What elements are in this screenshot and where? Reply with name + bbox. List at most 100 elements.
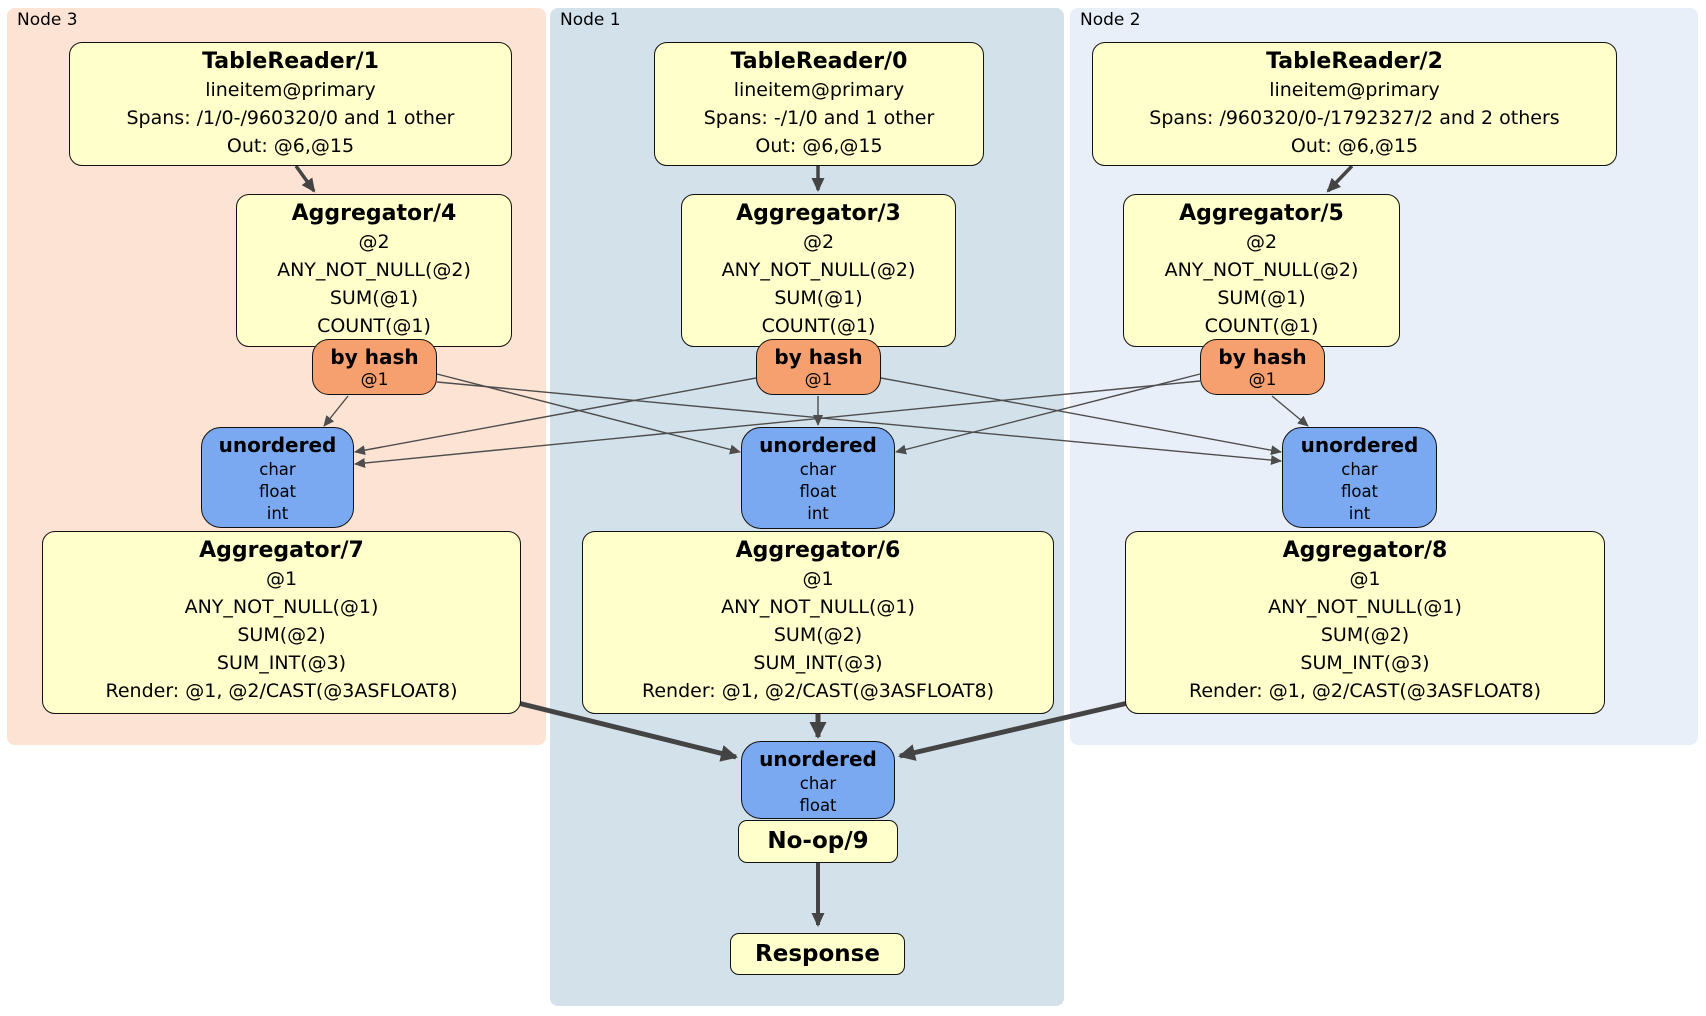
node-line: Spans: /960320/0-/1792327/2 and 2 others (1149, 107, 1560, 129)
unordered-sync-node3-details: char float int (202, 459, 353, 525)
hash-router-node3-details: @1 (313, 370, 436, 390)
node-line: lineitem@primary (1269, 79, 1440, 101)
unordered-sync-node1-details: char float int (742, 459, 894, 525)
unordered-sync-node1: unordered char float int (741, 427, 895, 529)
noop-title: No-op/9 (767, 828, 869, 854)
aggregator5-title: Aggregator/5 (1179, 201, 1344, 226)
node-line: SUM_INT(@3) (216, 652, 347, 674)
unordered-sync-node3: unordered char float int (201, 427, 354, 528)
node-line: float (258, 482, 297, 501)
response-title: Response (755, 940, 880, 967)
aggregator3-title: Aggregator/3 (736, 201, 901, 226)
node-line: char (259, 460, 296, 479)
node-line: lineitem@primary (205, 79, 376, 101)
node-line: Out: @6,@15 (755, 135, 883, 157)
node-line: @1 (360, 370, 389, 390)
response-box: Response (730, 933, 905, 975)
hash-router-node1-title: by hash (774, 345, 863, 369)
node-line: Render: @1, @2/CAST(@3ASFLOAT8) (1189, 680, 1541, 702)
node1-label: Node 1 (560, 10, 621, 30)
node-line: SUM(@2) (773, 624, 863, 646)
node-line: float (799, 796, 837, 815)
aggregator6-title: Aggregator/6 (735, 538, 901, 563)
hash-router-node2-details: @1 (1201, 370, 1324, 390)
node-line: char (799, 460, 837, 479)
node-line: @2 (358, 231, 390, 253)
node-line: ANY_NOT_NULL(@2) (1164, 259, 1359, 281)
node-line: SUM(@1) (1217, 287, 1306, 309)
node-line: @1 (802, 568, 834, 590)
hash-router-node3-title: by hash (330, 345, 419, 369)
hash-router-node2-title: by hash (1218, 345, 1307, 369)
node-line: SUM_INT(@3) (753, 652, 883, 674)
node-line: SUM(@2) (1320, 624, 1410, 646)
hash-router-node2: by hash @1 (1200, 339, 1325, 395)
node-line: ANY_NOT_NULL(@1) (184, 596, 379, 618)
node-line: SUM_INT(@3) (1300, 652, 1430, 674)
node-line: int (807, 504, 829, 523)
node-line: int (266, 504, 289, 523)
node-line: COUNT(@1) (1204, 315, 1319, 337)
node-line: @1 (1349, 568, 1381, 590)
node-line: ANY_NOT_NULL(@1) (1268, 596, 1462, 618)
node-line: SUM(@2) (237, 624, 326, 646)
unordered-sync-node2-details: char float int (1283, 459, 1436, 525)
node-line: float (799, 482, 837, 501)
tablereader1-title: TableReader/1 (202, 49, 379, 74)
unordered-sync-node3-title: unordered (218, 433, 337, 457)
tablereader2-title: TableReader/2 (1266, 49, 1443, 74)
node-line: @1 (804, 370, 833, 390)
aggregator4-title: Aggregator/4 (291, 201, 457, 226)
node-line: Out: @6,@15 (226, 135, 355, 157)
node3-label: Node 3 (17, 10, 78, 30)
hash-router-node1: by hash @1 (756, 339, 881, 395)
node-line: float (1340, 482, 1379, 501)
node-line: Out: @6,@15 (1290, 135, 1419, 157)
node-line: int (1348, 504, 1371, 523)
node-line: lineitem@primary (733, 79, 905, 101)
unordered-sync-node1-title: unordered (759, 433, 877, 457)
node-line: SUM(@1) (329, 287, 419, 309)
node-line: @2 (802, 231, 835, 253)
node-line: Render: @1, @2/CAST(@3ASFLOAT8) (642, 680, 994, 702)
unordered-sync-final-title: unordered (759, 747, 877, 771)
node-line: ANY_NOT_NULL(@2) (277, 259, 471, 281)
noop-box: No-op/9 (738, 820, 898, 863)
aggregator8-title: Aggregator/8 (1282, 538, 1448, 563)
tablereader0-title: TableReader/0 (730, 49, 908, 74)
hash-router-node1-details: @1 (757, 370, 880, 390)
node-line: char (1341, 460, 1378, 479)
hash-router-node3: by hash @1 (312, 339, 437, 395)
node-line: @2 (1245, 231, 1278, 253)
node-line: @1 (265, 568, 298, 590)
node-line: Spans: -/1/0 and 1 other (703, 107, 935, 129)
node-line: Render: @1, @2/CAST(@3ASFLOAT8) (105, 680, 458, 702)
node-line: Spans: /1/0-/960320/0 and 1 other (126, 107, 455, 129)
node-line: COUNT(@1) (317, 315, 431, 337)
node-line: COUNT(@1) (761, 315, 876, 337)
node-line: @1 (1248, 370, 1277, 390)
node-line: ANY_NOT_NULL(@2) (721, 259, 916, 281)
node2-label: Node 2 (1080, 10, 1141, 30)
